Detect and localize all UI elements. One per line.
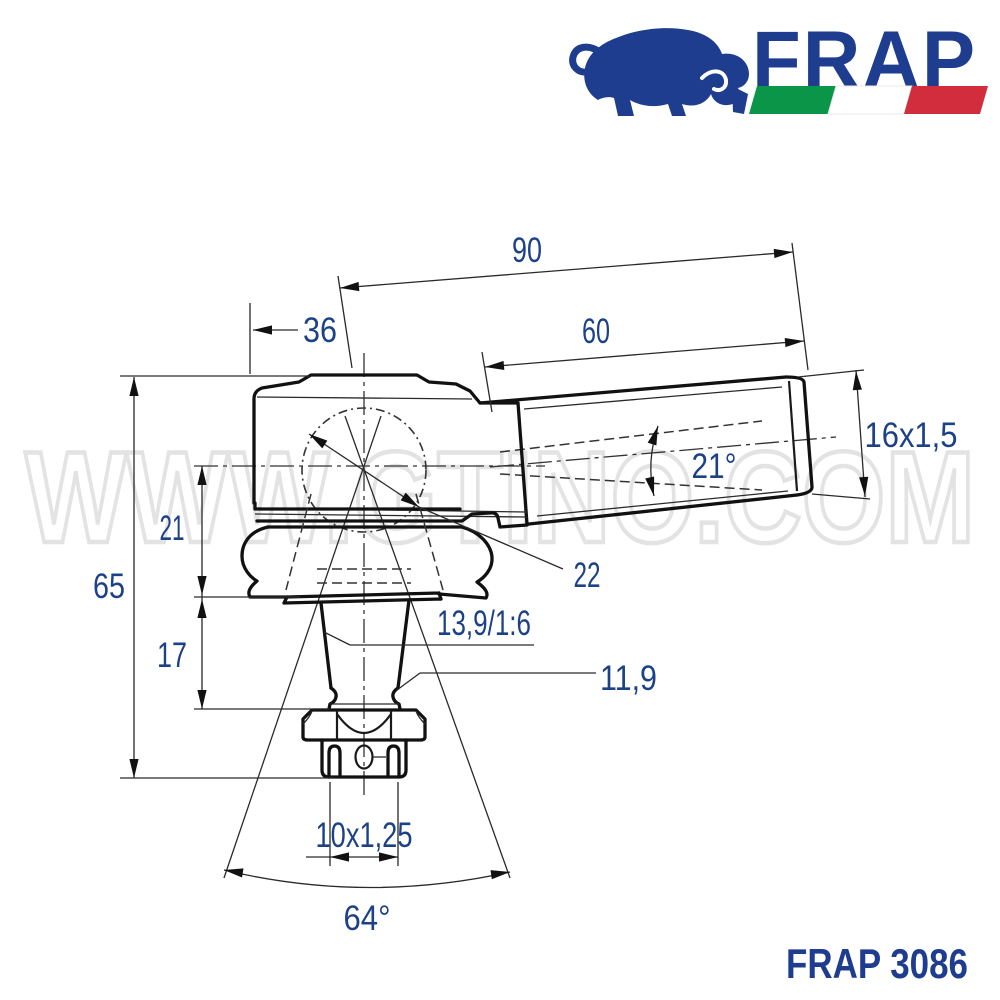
housing-socket-face: [516, 401, 529, 526]
dim-taper-section: 17: [157, 636, 187, 675]
leader-22: [418, 506, 564, 570]
dimension-labels: 90 60 36 16x1,5 21° 22 65 21 17 13,9/1:6…: [93, 231, 958, 938]
boot-outline-left: [240, 525, 289, 599]
rod-axis-centerline: [489, 436, 837, 468]
flag-green-band: [749, 86, 836, 114]
ext-thread-start: [481, 351, 493, 413]
rod-end-face: [784, 375, 814, 497]
ext-thread-bottom: [811, 493, 871, 500]
rod-top-edge: [478, 375, 788, 405]
dimline-16x15: [855, 369, 866, 498]
watermark-text: WWW.GTINO.COM: [25, 424, 975, 570]
dim-thread-length: 60: [582, 312, 610, 351]
bull-front-leg: [732, 86, 748, 114]
dim-center-offset: 36: [303, 311, 337, 350]
crown-slot-left: [327, 744, 342, 779]
nut-chamfer-arc-left: [302, 710, 313, 725]
flag-white-band: [827, 85, 913, 115]
bull-tail: [569, 43, 604, 76]
dim-stud-thread: 10x1,25: [316, 816, 413, 855]
ext-rod-end: [791, 242, 809, 371]
cotter-pin-hole: [354, 744, 374, 770]
housing-bottom-edge: [253, 501, 529, 529]
flag-red-band: [904, 86, 988, 114]
dim-cone-angle: 64°: [344, 899, 391, 938]
nut-chamfer-arc-center: [336, 713, 392, 734]
rod-cone-lower-dashed: [499, 473, 763, 491]
ball-diameter-line: [308, 433, 420, 508]
italian-flag: [749, 85, 988, 115]
boot-inner-dashed-right: [415, 493, 444, 591]
dim-rod-angle: 21°: [692, 447, 737, 486]
dim-upper-section: 21: [160, 509, 185, 548]
bull-icon: [584, 28, 749, 116]
ext-ball-center-upper: [337, 275, 353, 369]
housing-cap-seam: [256, 396, 473, 400]
arc-64deg: [223, 869, 511, 889]
dimline-60: [484, 340, 805, 368]
leader-taper-spec: [323, 631, 534, 646]
stud-taper-right: [396, 598, 411, 690]
stud-taper-left: [319, 601, 333, 690]
drawing: 90 60 36 16x1,5 21° 22 65 21 17 13,9/1:6…: [93, 231, 958, 938]
nut-outline: [301, 708, 427, 742]
stud-groove-right: [391, 686, 402, 711]
dim-overall-height: 65: [93, 567, 125, 606]
boot-outline-right: [437, 525, 494, 600]
ext-thread-top: [797, 369, 865, 378]
dim-ball-diameter: 22: [574, 556, 601, 595]
logo: FRAP: [569, 15, 988, 116]
ball-circle: [301, 407, 427, 533]
rod-bottom-edge: [527, 493, 799, 526]
nut-chamfer-arc-right: [415, 710, 426, 725]
leader-stud-diameter: [396, 672, 596, 691]
cone-line-left: [223, 415, 382, 879]
dim-stud-diameter: 11,9: [600, 659, 657, 698]
part-code: FRAP 3086: [786, 940, 968, 987]
housing-outline: [252, 373, 520, 505]
dim-rod-thread: 16x1,5: [865, 416, 958, 455]
crown-outline: [320, 738, 408, 779]
dim-taper-spec: 13,9/1:6: [437, 604, 531, 643]
rod-thread-minor-top: [523, 386, 783, 410]
cone-line-right: [344, 415, 511, 879]
dimline-90: [339, 251, 794, 289]
stud-groove-left: [327, 686, 338, 711]
dim-overall-length: 90: [512, 231, 542, 270]
rod-cone-upper-dashed: [499, 420, 763, 453]
crown-slot-right: [386, 744, 401, 779]
housing-lip-line-2: [254, 513, 528, 518]
boot-inner-dashed-left: [285, 493, 312, 591]
boot-flange: [282, 591, 443, 605]
dimension-lines: [120, 242, 871, 889]
rod-end-chamfer: [787, 380, 799, 492]
bull-horn-swirl: [700, 69, 729, 92]
rod-thread-minor-bottom: [536, 490, 789, 517]
